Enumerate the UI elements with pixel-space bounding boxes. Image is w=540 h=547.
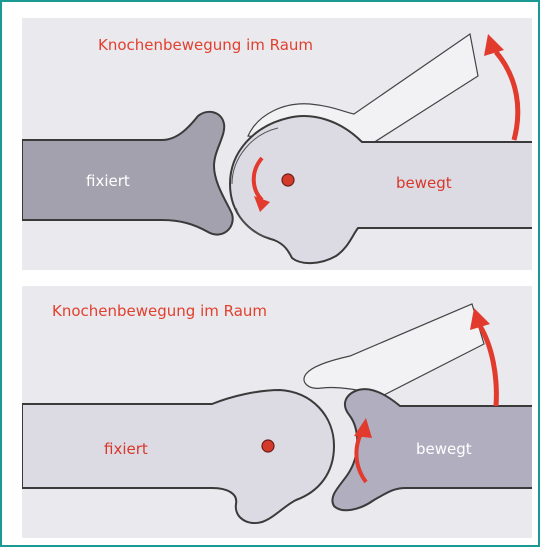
rotation-center-dot — [262, 440, 274, 452]
panel-convex-moving: Knochenbewegung im Raum fixiert bewegt — [22, 18, 532, 270]
panel-title: Knochenbewegung im Raum — [98, 36, 313, 54]
rotation-center-dot — [282, 174, 294, 186]
panel-concave-moving: Knochenbewegung im Raum fixiert bewegt — [22, 286, 532, 538]
ghost-bone-outline — [304, 304, 484, 396]
fixed-label: fixiert — [86, 172, 130, 190]
concave-joint-diagram: Knochenbewegung im Raum fixiert bewegt — [22, 286, 532, 538]
fixed-label: fixiert — [104, 440, 148, 458]
moving-label: bewegt — [416, 440, 472, 458]
movement-arrow — [496, 52, 518, 140]
moving-label: bewegt — [396, 174, 452, 192]
convex-joint-diagram: Knochenbewegung im Raum fixiert bewegt — [22, 18, 532, 270]
fixed-bone — [22, 390, 334, 523]
movement-arrow-head — [484, 34, 504, 56]
panel-title: Knochenbewegung im Raum — [52, 302, 267, 320]
